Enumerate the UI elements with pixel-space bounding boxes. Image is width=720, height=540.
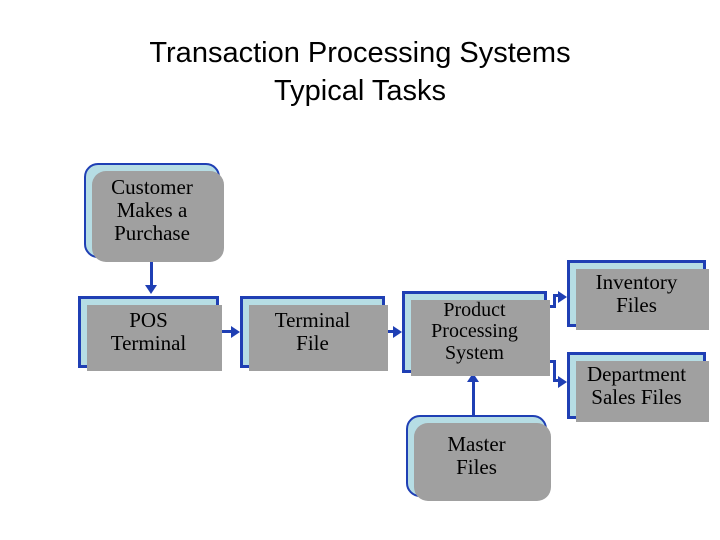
connector-customer-to-pos bbox=[150, 258, 153, 288]
node-line-1: POS bbox=[129, 308, 168, 333]
node-inventory-files[interactable]: Inventory Files bbox=[567, 260, 709, 330]
node-label: Terminal File bbox=[243, 309, 382, 354]
node-pos-terminal[interactable]: POS Terminal bbox=[78, 296, 222, 371]
node-line-2: Files bbox=[616, 292, 657, 317]
arrowhead-customer-to-pos-icon bbox=[145, 285, 157, 294]
connector-pps-to-inventory-segment-1 bbox=[547, 305, 556, 308]
node-line-1: Inventory bbox=[595, 269, 678, 294]
node-line-3: System bbox=[445, 341, 504, 364]
node-department-sales-files[interactable]: Department Sales Files bbox=[567, 352, 709, 422]
title-line-2: Typical Tasks bbox=[274, 75, 446, 107]
node-line-1: Product bbox=[443, 298, 506, 321]
node-label: Product Processing System bbox=[405, 298, 544, 365]
arrowhead-terminal-file-to-pps-icon bbox=[393, 326, 402, 338]
node-line-1: Master bbox=[447, 432, 506, 457]
node-line-2: Terminal bbox=[110, 331, 187, 355]
connector-pps-to-department-segment-1 bbox=[547, 360, 556, 363]
node-line-2: Processing bbox=[431, 320, 518, 343]
connector-pps-to-department-segment-3 bbox=[553, 379, 562, 382]
arrowhead-pps-to-inventory-icon bbox=[558, 291, 567, 303]
connector-pos-to-terminal-file bbox=[219, 330, 233, 333]
node-line-1: Department bbox=[586, 361, 687, 386]
arrowhead-master-files-to-pps-icon bbox=[467, 373, 479, 382]
node-customer-makes-a-purchase[interactable]: Customer Makes a Purchase bbox=[84, 163, 224, 262]
node-label: Master Files bbox=[408, 433, 545, 478]
connector-pps-to-inventory-segment-3 bbox=[553, 294, 562, 297]
connector-master-files-to-pps bbox=[472, 380, 475, 416]
page-title: Transaction Processing Systems Typical T… bbox=[0, 34, 720, 110]
arrowhead-pos-to-terminal-file-icon bbox=[231, 326, 240, 338]
node-line-1: Customer bbox=[111, 175, 193, 200]
node-master-files[interactable]: Master Files bbox=[406, 415, 551, 501]
node-terminal-file[interactable]: Terminal File bbox=[240, 296, 388, 371]
title-line-1: Transaction Processing Systems bbox=[149, 37, 571, 69]
node-line-2: File bbox=[296, 331, 329, 355]
node-line-2: Files bbox=[456, 455, 497, 479]
node-label: Department Sales Files bbox=[570, 363, 703, 408]
node-label: Customer Makes a Purchase bbox=[86, 176, 218, 244]
node-label: POS Terminal bbox=[81, 309, 216, 354]
connector-pps-to-department-segment-2 bbox=[553, 360, 556, 382]
node-line-1: Terminal bbox=[274, 308, 351, 333]
arrowhead-pps-to-department-icon bbox=[558, 376, 567, 388]
connector-pps-to-inventory-segment-2 bbox=[553, 294, 556, 308]
node-line-2: Sales Files bbox=[591, 384, 682, 409]
node-label: Inventory Files bbox=[570, 271, 703, 316]
node-product-processing-system[interactable]: Product Processing System bbox=[402, 291, 550, 376]
connector-terminal-file-to-pps bbox=[385, 330, 395, 333]
node-line-2: Makes a bbox=[116, 198, 188, 223]
node-line-3: Purchase bbox=[114, 220, 190, 245]
